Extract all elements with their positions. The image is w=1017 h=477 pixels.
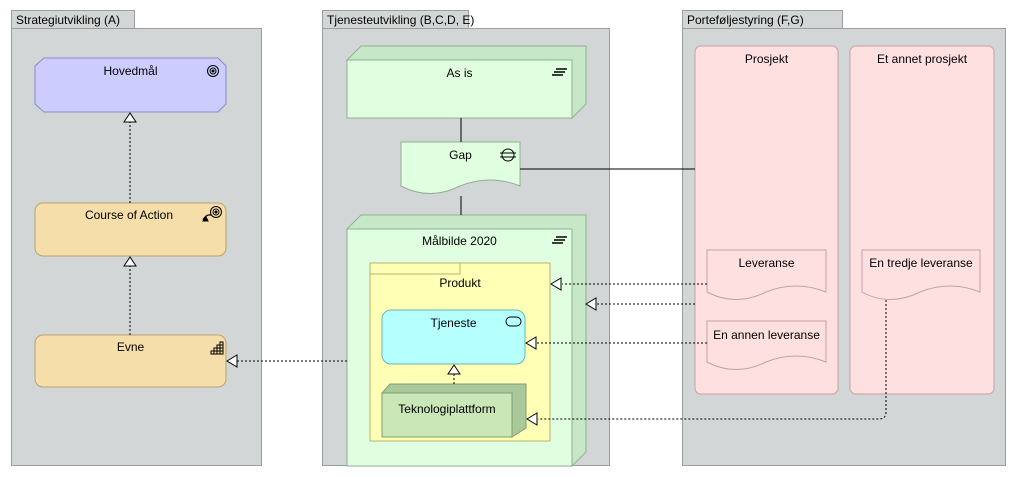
project1-label: Prosjekt — [744, 52, 789, 66]
goal-label: Hovedmål — [103, 64, 158, 78]
deliv2-label: En annen leveranse — [713, 328, 820, 342]
capability-label: Evne — [116, 340, 145, 354]
rel-course-goal-arrow — [123, 112, 137, 123]
course-label: Course of Action — [84, 208, 174, 222]
target-label: Målbilde 2020 — [422, 234, 497, 248]
deliv2-shape[interactable] — [706, 320, 827, 370]
as-is-label: As is — [446, 66, 473, 80]
gap-label: Gap — [449, 148, 472, 162]
plateau-icon-2 — [552, 236, 567, 244]
group-strategy-label: Strategiutvikling (A) — [16, 13, 121, 27]
rel-tech-service-arrow — [447, 364, 461, 375]
rel-capability-course-arrow — [123, 256, 137, 267]
rel-deliv2-service-arrow — [525, 336, 537, 350]
service-shape[interactable] — [381, 309, 526, 365]
tech-label: Teknologiplattform — [398, 402, 496, 416]
rel-deliv1-product-arrow — [550, 277, 562, 291]
group-portfolio-label: Porteføljestyring (F,G) — [687, 13, 804, 27]
deliv1-label: Leveranse — [738, 256, 795, 270]
plateau-icon — [552, 68, 567, 76]
gap-icon — [500, 148, 516, 162]
goal-shape[interactable] — [34, 57, 227, 113]
group-service-tab[interactable]: Tjenesteutvikling (B,C,D, E) — [322, 10, 474, 28]
capability-icon — [210, 341, 224, 355]
group-portfolio-tab[interactable]: Porteføljestyring (F,G) — [682, 10, 843, 28]
deliv3-label: En tredje leveranse — [869, 256, 973, 270]
group-strategy-tab[interactable]: Strategiutvikling (A) — [11, 10, 135, 28]
tech-shape[interactable] — [380, 383, 527, 438]
service-label: Tjeneste — [430, 316, 477, 330]
service-icon — [505, 316, 522, 327]
deliv1-shape[interactable] — [706, 249, 827, 300]
gap-shape[interactable] — [400, 141, 521, 194]
deliv3-shape[interactable] — [861, 249, 981, 300]
as-is-shape[interactable] — [345, 45, 587, 120]
project2-label: Et annet prosjekt — [876, 52, 968, 66]
target-icon — [207, 65, 219, 77]
rel-deliv3-tech[interactable] — [538, 300, 887, 420]
group-service-label: Tjenesteutvikling (B,C,D, E) — [327, 13, 475, 27]
rel-project-target-arrow — [585, 297, 597, 311]
course-of-action-icon — [202, 206, 222, 222]
project1-shape[interactable] — [694, 45, 839, 395]
rel-deliv3-tech-arrow — [526, 412, 538, 426]
project2-shape[interactable] — [849, 45, 995, 395]
rel-target-capability-arrow — [226, 354, 238, 368]
product-label: Produkt — [439, 276, 481, 290]
